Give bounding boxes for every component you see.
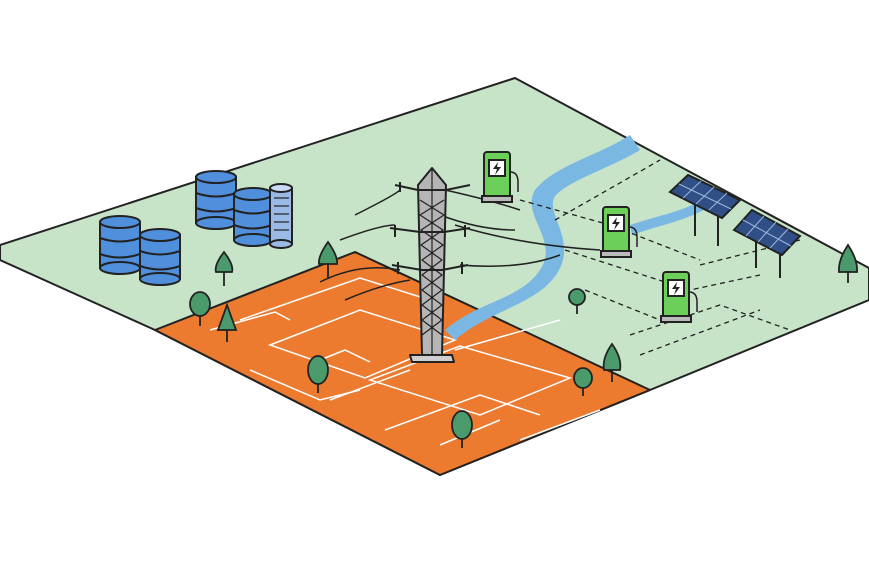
ev-charger [600, 206, 638, 258]
solar-panel-icon [732, 208, 802, 278]
river [445, 135, 640, 340]
ev-charger [660, 271, 698, 323]
trees [189, 240, 858, 448]
power-lines [319, 189, 601, 301]
tree [451, 410, 473, 448]
ev-chargers [481, 151, 698, 323]
lightning-bolt-icon [493, 162, 501, 175]
tank [233, 187, 273, 247]
tree [214, 250, 234, 286]
tree [602, 342, 622, 382]
lightning-bolt-icon [672, 282, 680, 295]
tank [99, 215, 141, 275]
orange-zone [154, 251, 651, 476]
storage-tanks [99, 170, 273, 286]
tank [139, 228, 181, 286]
tree [568, 288, 586, 314]
server-tower [269, 183, 293, 249]
tree [307, 355, 329, 393]
tree [573, 367, 593, 396]
solar-panel-icon [668, 173, 742, 246]
tank [195, 170, 237, 230]
tree [216, 302, 238, 342]
solar-panels [668, 173, 802, 278]
tree [189, 291, 211, 326]
river-branch [630, 195, 712, 235]
tree [318, 240, 338, 278]
transmission-tower [389, 167, 471, 363]
lightning-bolt-icon [612, 217, 620, 230]
tree [838, 243, 858, 283]
ev-charger [481, 151, 519, 203]
